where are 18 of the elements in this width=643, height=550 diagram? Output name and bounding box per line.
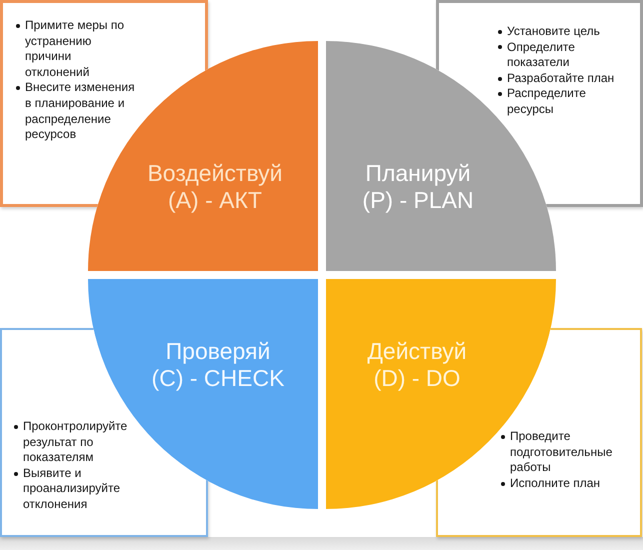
bullet-text: Примите меры по устранению причини отклонений — [25, 18, 126, 80]
phase-code: (C) - CHECK — [152, 365, 284, 392]
phase-name: Действуй — [367, 338, 467, 365]
bullet-text: Внесите изменения в планирование и распределение ресурсов — [25, 80, 136, 143]
phase-name: Планируй — [364, 160, 472, 187]
bullet-text: Проведите подготовительные работы — [510, 429, 614, 476]
bullet-text: Исполните план — [510, 476, 600, 492]
bullet-text: Установите цель — [507, 24, 600, 40]
phase-code: (A) - АКТ — [167, 187, 263, 214]
phase-code: (P) - PLAN — [362, 187, 474, 214]
phase-name: Проверяй — [164, 338, 272, 365]
phase-name: Воздействуй — [147, 160, 283, 187]
bullet-text: Определите показатели — [507, 40, 576, 71]
bullet-text: Распределите ресурсы — [507, 86, 587, 118]
bullet-text: Проконтролируйте результат по показателям — [23, 419, 128, 466]
bullet-text: Разработайте план — [507, 70, 614, 86]
bullet-text: Выявите и проанализируйте отклонения — [23, 466, 122, 513]
phase-code: (D) - DO — [372, 365, 462, 392]
